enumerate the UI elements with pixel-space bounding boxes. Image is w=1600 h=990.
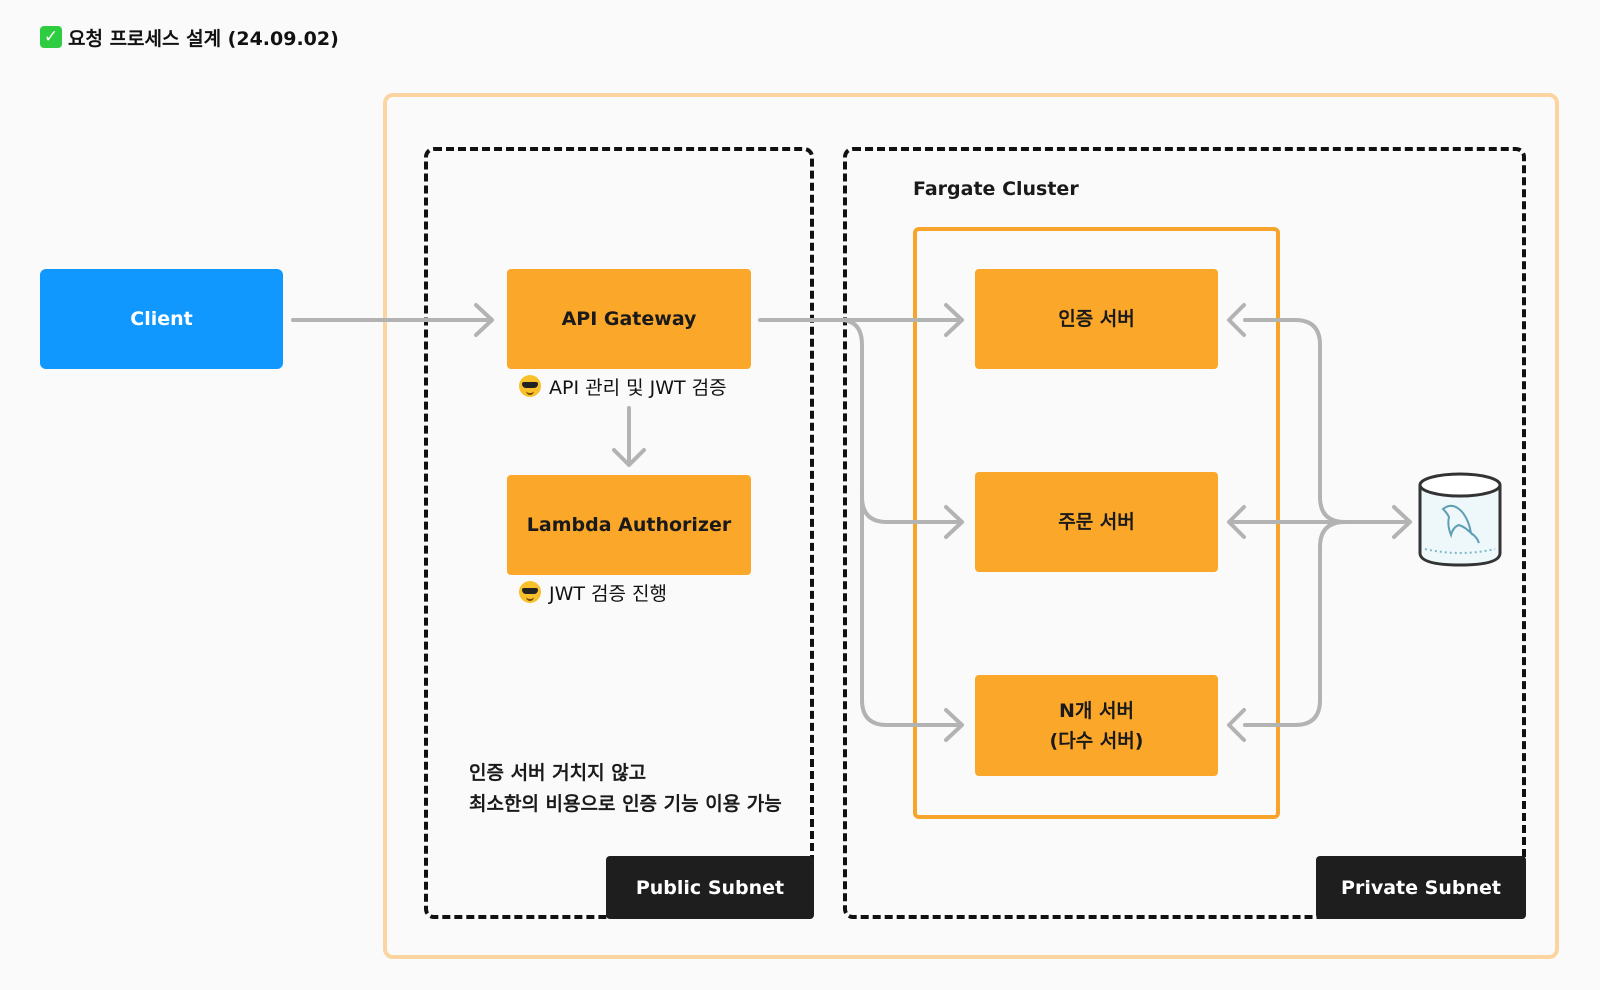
lambda-note-text: JWT 검증 진행 [549, 582, 667, 605]
description-line-2: 최소한의 비용으로 인증 기능 이용 가능 [469, 793, 782, 815]
lambda-authorizer-node: Lambda Authorizer [507, 475, 751, 575]
arrow-db-to-order [1227, 505, 1412, 539]
private-subnet-label: Private Subnet [1316, 856, 1526, 919]
public-subnet-label: Public Subnet [606, 856, 814, 919]
private-subnet-zone [843, 147, 1526, 919]
fargate-cluster-label: Fargate Cluster [913, 178, 1079, 200]
arrow-gateway-to-nserver [860, 495, 964, 742]
n-server-node: N개 서버 (다수 서버) [975, 675, 1218, 776]
description-line-1: 인증 서버 거치지 않고 [469, 762, 647, 784]
page-title-text: 요청 프로세스 설계 (24.09.02) [68, 27, 339, 50]
arrow-db-to-nserver [1227, 520, 1347, 742]
vpc-container [383, 93, 1559, 959]
arrow-gateway-to-order [838, 318, 964, 539]
sunglasses-emoji-icon [519, 375, 541, 397]
api-gateway-node: API Gateway [507, 269, 751, 369]
check-icon: ✓ [40, 26, 62, 48]
arrow-gateway-to-auth [758, 303, 964, 337]
api-gateway-note-text: API 관리 및 JWT 검증 [549, 376, 727, 399]
api-gateway-note: API 관리 및 JWT 검증 [519, 372, 727, 400]
arrow-db-to-auth [1227, 303, 1347, 524]
order-server-node: 주문 서버 [975, 472, 1218, 572]
arrow-client-to-gateway [291, 303, 494, 337]
auth-server-node: 인증 서버 [975, 269, 1218, 369]
lambda-note: JWT 검증 진행 [519, 578, 667, 606]
mysql-database-icon [1418, 472, 1502, 567]
arrow-gateway-to-lambda [612, 406, 646, 467]
public-subnet-description: 인증 서버 거치지 않고 최소한의 비용으로 인증 기능 이용 가능 [469, 758, 782, 820]
sunglasses-emoji-icon [519, 581, 541, 603]
page-title: ✓ 요청 프로세스 설계 (24.09.02) [40, 22, 339, 52]
client-node: Client [40, 269, 283, 369]
